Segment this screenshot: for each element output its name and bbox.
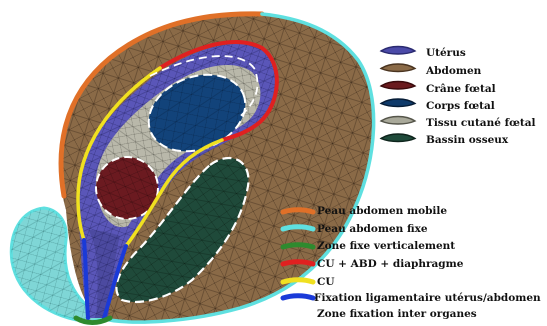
legend-label-uterus: Utérus — [426, 47, 466, 59]
legend-label-abdomen: Abdomen — [426, 65, 481, 77]
legend-label-ligament-fixation: Fixation ligamentaire utérus/abdomen — [314, 292, 541, 304]
cu-line-icon — [283, 280, 313, 282]
legend-label-fetal-body: Corps fœtal — [426, 100, 495, 112]
vertical-fixed-line-icon — [283, 245, 313, 247]
legend-label-mobile-skin: Peau abdomen mobile — [317, 205, 447, 217]
fetal-skin-swatch-icon — [381, 117, 415, 125]
uterus-swatch-icon — [381, 47, 415, 55]
legend-label-cu: CU — [317, 276, 335, 288]
legend-label-fetal-skin: Tissu cutané fœtal — [426, 117, 536, 129]
legend-label-fetal-skull: Crâne fœtal — [426, 83, 496, 95]
legend-label-inter-organ-fixation: Zone fixation inter organes — [317, 308, 477, 320]
mobile-skin-line-icon — [283, 210, 313, 212]
cu-abd-diaphragm-line-icon — [283, 262, 313, 264]
legend-label-vertical-fixed: Zone fixe verticalement — [317, 240, 455, 252]
pelvis-swatch-icon — [381, 134, 415, 142]
fetal-body-swatch-icon — [381, 99, 415, 107]
materials-legend — [378, 42, 418, 154]
fixed-skin-line-icon — [283, 227, 313, 229]
ligament-fixation-line-icon — [283, 296, 313, 298]
legend-label-cu-abd-diaphragm: CU + ABD + diaphragme — [317, 258, 463, 270]
boundary-legend — [280, 203, 316, 315]
legend-label-pelvis: Bassin osseux — [426, 134, 508, 146]
legend-label-fixed-skin: Peau abdomen fixe — [317, 223, 428, 235]
abdomen-swatch-icon — [381, 64, 415, 72]
fetal-skull-swatch-icon — [381, 82, 415, 90]
